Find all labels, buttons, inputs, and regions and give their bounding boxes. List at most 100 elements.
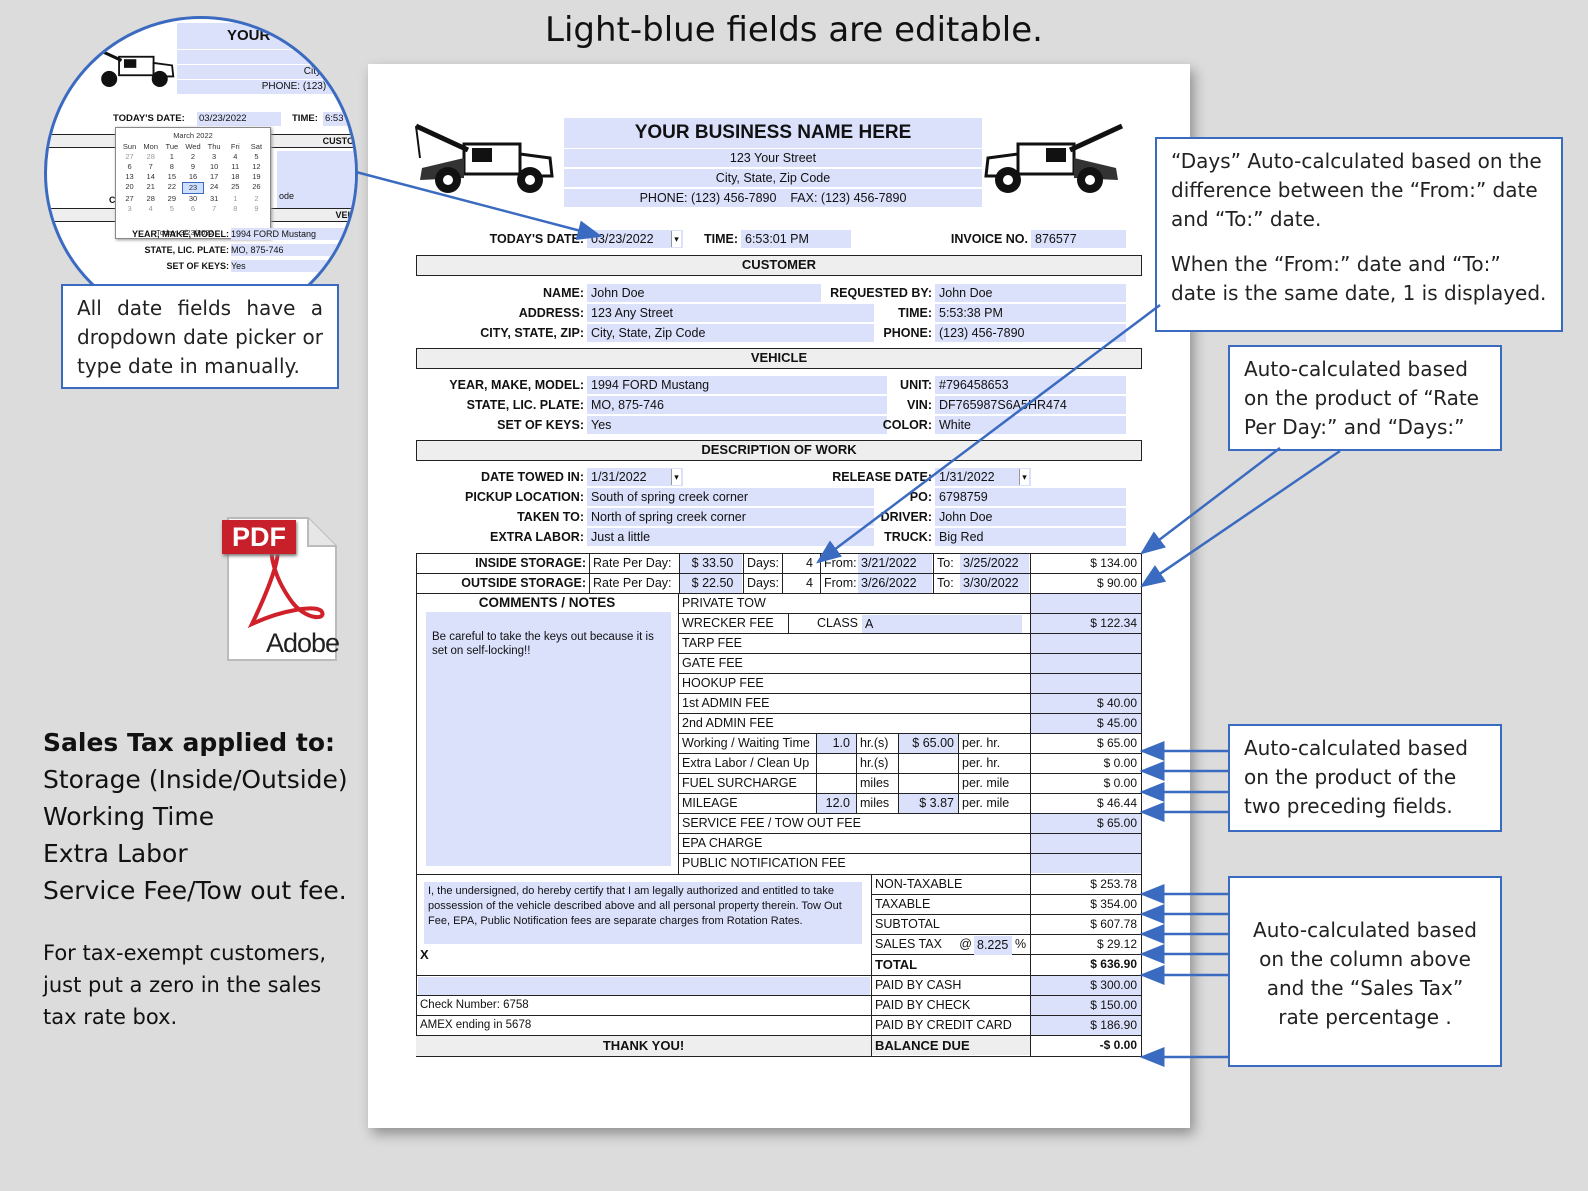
payment-note-1[interactable] (418, 977, 870, 995)
business-phone-fax[interactable]: PHONE: (123) 456-7890 FAX: (123) 456-789… (564, 189, 982, 207)
calendar-day[interactable]: 2 (254, 194, 259, 203)
calendar-day[interactable]: 30 (188, 194, 198, 203)
calendar-day[interactable]: 10 (209, 162, 219, 171)
calendar-day[interactable]: 21 (146, 182, 155, 191)
driver[interactable]: John Doe (935, 508, 1126, 526)
calendar-day[interactable]: 8 (233, 204, 238, 213)
calendar-day[interactable]: 11 (231, 162, 240, 171)
calendar-day[interactable]: 5 (169, 204, 174, 213)
fee-amount[interactable] (1031, 834, 1141, 853)
state-plate[interactable]: MO, 875-746 (587, 396, 887, 414)
calendar-day[interactable]: 26 (252, 182, 261, 191)
outside-to-date[interactable]: 3/30/2022 (960, 574, 1029, 593)
calendar-day[interactable]: 23 (182, 182, 204, 194)
class-field[interactable]: A (862, 615, 1022, 634)
inside-from-date[interactable]: 3/21/2022 (858, 554, 932, 573)
calendar-day[interactable]: 24 (209, 182, 219, 191)
inside-rate[interactable]: $ 33.50 (680, 554, 742, 573)
vin[interactable]: DF765987S6A5HR474 (935, 396, 1126, 414)
calendar-day[interactable]: 28 (146, 152, 155, 161)
customer-city-state-zip[interactable]: City, State, Zip Code (587, 324, 874, 342)
date-towed[interactable]: 1/31/2022 (587, 468, 683, 486)
fee-amount[interactable] (1031, 654, 1141, 673)
inside-to-date[interactable]: 3/25/2022 (960, 554, 1029, 573)
po[interactable]: 6798759 (935, 488, 1126, 506)
mileage-rate[interactable]: $ 3.87 (899, 794, 958, 813)
paid-cash-amount[interactable]: $ 300.00 (1031, 976, 1141, 995)
business-city[interactable]: City, State, Zip Code (564, 169, 982, 187)
calendar-day[interactable]: 2 (190, 152, 196, 161)
check-number[interactable]: Check Number: 6758 (420, 999, 529, 1011)
today-link[interactable]: Today: 3/23/2022 (156, 228, 214, 237)
working-time-rate[interactable]: $ 65.00 (899, 734, 958, 753)
extra-labor[interactable]: Just a little (587, 528, 874, 546)
calendar-day[interactable]: 16 (188, 172, 198, 181)
outside-from-date[interactable]: 3/26/2022 (858, 574, 932, 593)
taken-to[interactable]: North of spring creek corner (587, 508, 874, 526)
calendar-day[interactable]: 14 (146, 172, 155, 181)
zoom-date-field[interactable]: 03/23/2022 (197, 112, 281, 126)
calendar-day[interactable]: 6 (190, 204, 196, 213)
fee-amount[interactable]: $ 122.34 (1031, 614, 1141, 633)
calendar-day[interactable]: 28 (146, 194, 155, 203)
business-name[interactable]: YOUR BUSINESS NAME HERE (564, 118, 982, 148)
pickup-location[interactable]: South of spring creek corner (587, 488, 874, 506)
set-of-keys[interactable]: Yes (587, 416, 887, 434)
calendar-day[interactable]: 15 (167, 172, 177, 181)
calendar-day[interactable]: 25 (231, 182, 240, 191)
fee-amount[interactable] (1031, 594, 1141, 613)
year-make-model[interactable]: 1994 FORD Mustang (587, 376, 887, 394)
calendar-day[interactable]: 1 (169, 152, 174, 161)
calendar-day[interactable]: 5 (254, 152, 259, 161)
calendar-day[interactable]: 27 (125, 194, 134, 203)
card-note[interactable]: AMEX ending in 5678 (420, 1019, 532, 1031)
working-time-qty[interactable]: 1.0 (817, 734, 856, 753)
calendar-day[interactable]: 7 (148, 162, 153, 171)
invoice-number[interactable]: 876577 (1031, 230, 1126, 248)
calendar-day[interactable]: 9 (190, 162, 196, 171)
paid-card-amount[interactable]: $ 186.90 (1031, 1016, 1141, 1035)
customer-name[interactable]: John Doe (587, 284, 821, 302)
calendar-day[interactable]: 9 (254, 204, 259, 213)
truck[interactable]: Big Red (935, 528, 1126, 546)
unit[interactable]: #796458653 (935, 376, 1126, 394)
date-dropdown-icon[interactable]: ▾ (671, 231, 681, 247)
fee-amount[interactable] (1031, 674, 1141, 693)
calendar-day[interactable]: 7 (212, 204, 217, 213)
calendar-day[interactable]: 19 (252, 172, 261, 181)
customer-phone[interactable]: (123) 456-7890 (935, 324, 1126, 342)
fee-amount[interactable] (1031, 854, 1141, 873)
comments-field[interactable]: Be careful to take the keys out because … (426, 612, 671, 866)
calendar-day[interactable]: 3 (212, 152, 217, 161)
fee-amount[interactable] (1031, 634, 1141, 653)
fee-amount[interactable]: $ 65.00 (1031, 814, 1141, 833)
calendar-day[interactable]: 3 (127, 204, 132, 213)
calendar-day[interactable]: 4 (233, 152, 238, 161)
calendar-day[interactable]: 12 (252, 162, 261, 171)
calendar-day[interactable]: 13 (125, 172, 134, 181)
time-field[interactable]: 6:53:01 PM (741, 230, 851, 248)
release-date[interactable]: 1/31/2022 (935, 468, 1031, 486)
calendar-day[interactable]: 20 (125, 182, 134, 191)
todays-date-field[interactable]: 03/23/2022 (587, 230, 683, 248)
calendar-day[interactable]: 6 (127, 162, 132, 171)
paid-check-amount[interactable]: $ 150.00 (1031, 996, 1141, 1015)
requested-by[interactable]: John Doe (935, 284, 1126, 302)
outside-rate[interactable]: $ 22.50 (680, 574, 742, 593)
fee-amount[interactable]: $ 45.00 (1031, 714, 1141, 733)
calendar-day[interactable]: 1 (233, 194, 238, 203)
calendar-day[interactable]: 27 (125, 152, 134, 161)
calendar-day[interactable]: 31 (209, 194, 219, 203)
date-dropdown-icon[interactable]: ▾ (671, 469, 681, 485)
calendar-day[interactable]: 4 (148, 204, 153, 213)
calendar-day[interactable]: 18 (231, 172, 240, 181)
calendar-day[interactable]: 22 (167, 182, 177, 191)
calendar-day[interactable]: 8 (169, 162, 174, 171)
mileage-qty[interactable]: 12.0 (817, 794, 856, 813)
color[interactable]: White (935, 416, 1126, 434)
date-dropdown-icon[interactable]: ▾ (1019, 469, 1029, 485)
fee-amount[interactable]: $ 40.00 (1031, 694, 1141, 713)
sales-tax-rate[interactable]: 8.225 (974, 936, 1012, 955)
